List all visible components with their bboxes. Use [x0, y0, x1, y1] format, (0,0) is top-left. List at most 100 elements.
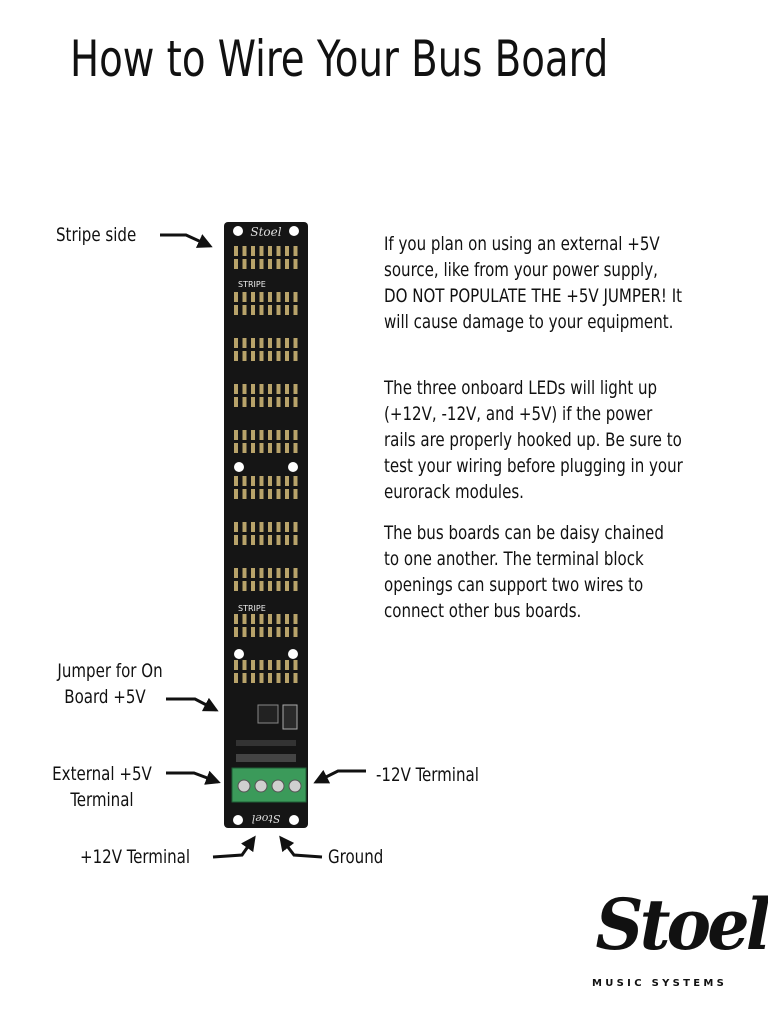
header-pin	[268, 259, 272, 269]
header-pin	[268, 535, 272, 545]
header-pin	[259, 338, 264, 348]
header-pin	[276, 673, 281, 683]
label-external-5v-line1: External +5V	[52, 763, 152, 785]
header-pin	[293, 581, 298, 591]
label-external-5v-line2: Terminal	[70, 789, 134, 811]
header-pin	[234, 489, 238, 499]
header-pin	[251, 673, 255, 683]
header-pin	[276, 443, 281, 453]
header-pin	[293, 535, 298, 545]
arrow-ground	[279, 835, 323, 859]
header-pin	[242, 568, 247, 578]
header-pin	[259, 351, 264, 361]
header-pin	[293, 627, 298, 637]
header-pin	[285, 397, 289, 407]
header-pin	[268, 673, 272, 683]
header-pin	[293, 489, 298, 499]
jumper-5v	[257, 704, 279, 724]
header-pin	[259, 522, 264, 532]
led-row	[236, 740, 296, 746]
header-pin	[251, 568, 255, 578]
arrow-minus-12v	[313, 769, 366, 784]
header-pin	[276, 614, 281, 624]
header-pin	[234, 397, 238, 407]
mounting-hole	[288, 462, 298, 472]
header-pin	[259, 430, 264, 440]
header-pin	[242, 305, 247, 315]
header-pin	[268, 397, 272, 407]
header-pin	[242, 430, 247, 440]
header-pin	[234, 338, 238, 348]
header-pin	[268, 627, 272, 637]
header-pin	[293, 338, 298, 348]
mounting-hole	[234, 462, 244, 472]
mounting-hole	[289, 226, 299, 236]
header-pin	[276, 522, 281, 532]
header-pin	[276, 292, 281, 302]
header-pin	[259, 397, 264, 407]
label-plus-12v-terminal: +12V Terminal	[80, 846, 191, 868]
header-pin	[234, 443, 238, 453]
header-pin	[242, 581, 247, 591]
header-pin	[242, 476, 247, 486]
header-pin	[234, 581, 238, 591]
header-pin	[285, 384, 289, 394]
board-logo-text-bottom: Stoel	[251, 812, 280, 825]
header-pin	[251, 581, 255, 591]
header-pin	[268, 660, 272, 670]
label-ground: Ground	[328, 846, 384, 868]
header-pin	[251, 660, 255, 670]
mounting-hole	[233, 815, 243, 825]
header-pin	[285, 246, 289, 256]
arrow-jumper	[166, 697, 219, 712]
header-pin	[242, 535, 247, 545]
header-pin	[242, 660, 247, 670]
header-pin	[293, 305, 298, 315]
paragraph-daisy-chain: The bus boards can be daisy chained to o…	[384, 522, 664, 622]
stripe-label: STRIPE	[238, 280, 266, 289]
header-pin	[234, 292, 238, 302]
header-pin	[259, 443, 264, 453]
header-pin	[293, 397, 298, 407]
header-pin	[293, 430, 298, 440]
header-pin	[293, 568, 298, 578]
arrow-external-5v	[166, 770, 221, 785]
header-pin	[259, 292, 264, 302]
header-pin	[251, 614, 255, 624]
header-pin	[251, 246, 255, 256]
header-pin	[276, 627, 281, 637]
header-pin	[259, 660, 264, 670]
header-pin	[285, 489, 289, 499]
header-pin	[268, 351, 272, 361]
header-pin	[251, 397, 255, 407]
header-pin	[242, 259, 247, 269]
header-pin	[268, 568, 272, 578]
terminal-screw	[271, 779, 285, 793]
header-pin	[293, 614, 298, 624]
header-pin	[276, 568, 281, 578]
header-pin	[251, 443, 255, 453]
header-pin	[293, 522, 298, 532]
header-pin	[285, 259, 289, 269]
label-stripe-side: Stripe side	[56, 224, 137, 246]
mounting-hole	[289, 815, 299, 825]
header-pin	[259, 581, 264, 591]
header-pin	[276, 384, 281, 394]
header-pin	[234, 627, 238, 637]
mounting-hole	[234, 649, 244, 659]
header-pin	[276, 535, 281, 545]
paragraph-external-5v: If you plan on using an external +5V sou…	[384, 233, 683, 333]
page-title: How to Wire Your Bus Board	[70, 30, 609, 88]
header-pin	[276, 246, 281, 256]
header-pin	[276, 397, 281, 407]
header-pin	[285, 614, 289, 624]
header-pin	[242, 614, 247, 624]
header-pin	[234, 305, 238, 315]
header-pin	[285, 535, 289, 545]
header-pin	[242, 627, 247, 637]
header-pin	[251, 430, 255, 440]
header-pin	[276, 489, 281, 499]
label-jumper-line2: Board +5V	[64, 686, 146, 708]
header-pin	[268, 522, 272, 532]
header-pin	[268, 430, 272, 440]
